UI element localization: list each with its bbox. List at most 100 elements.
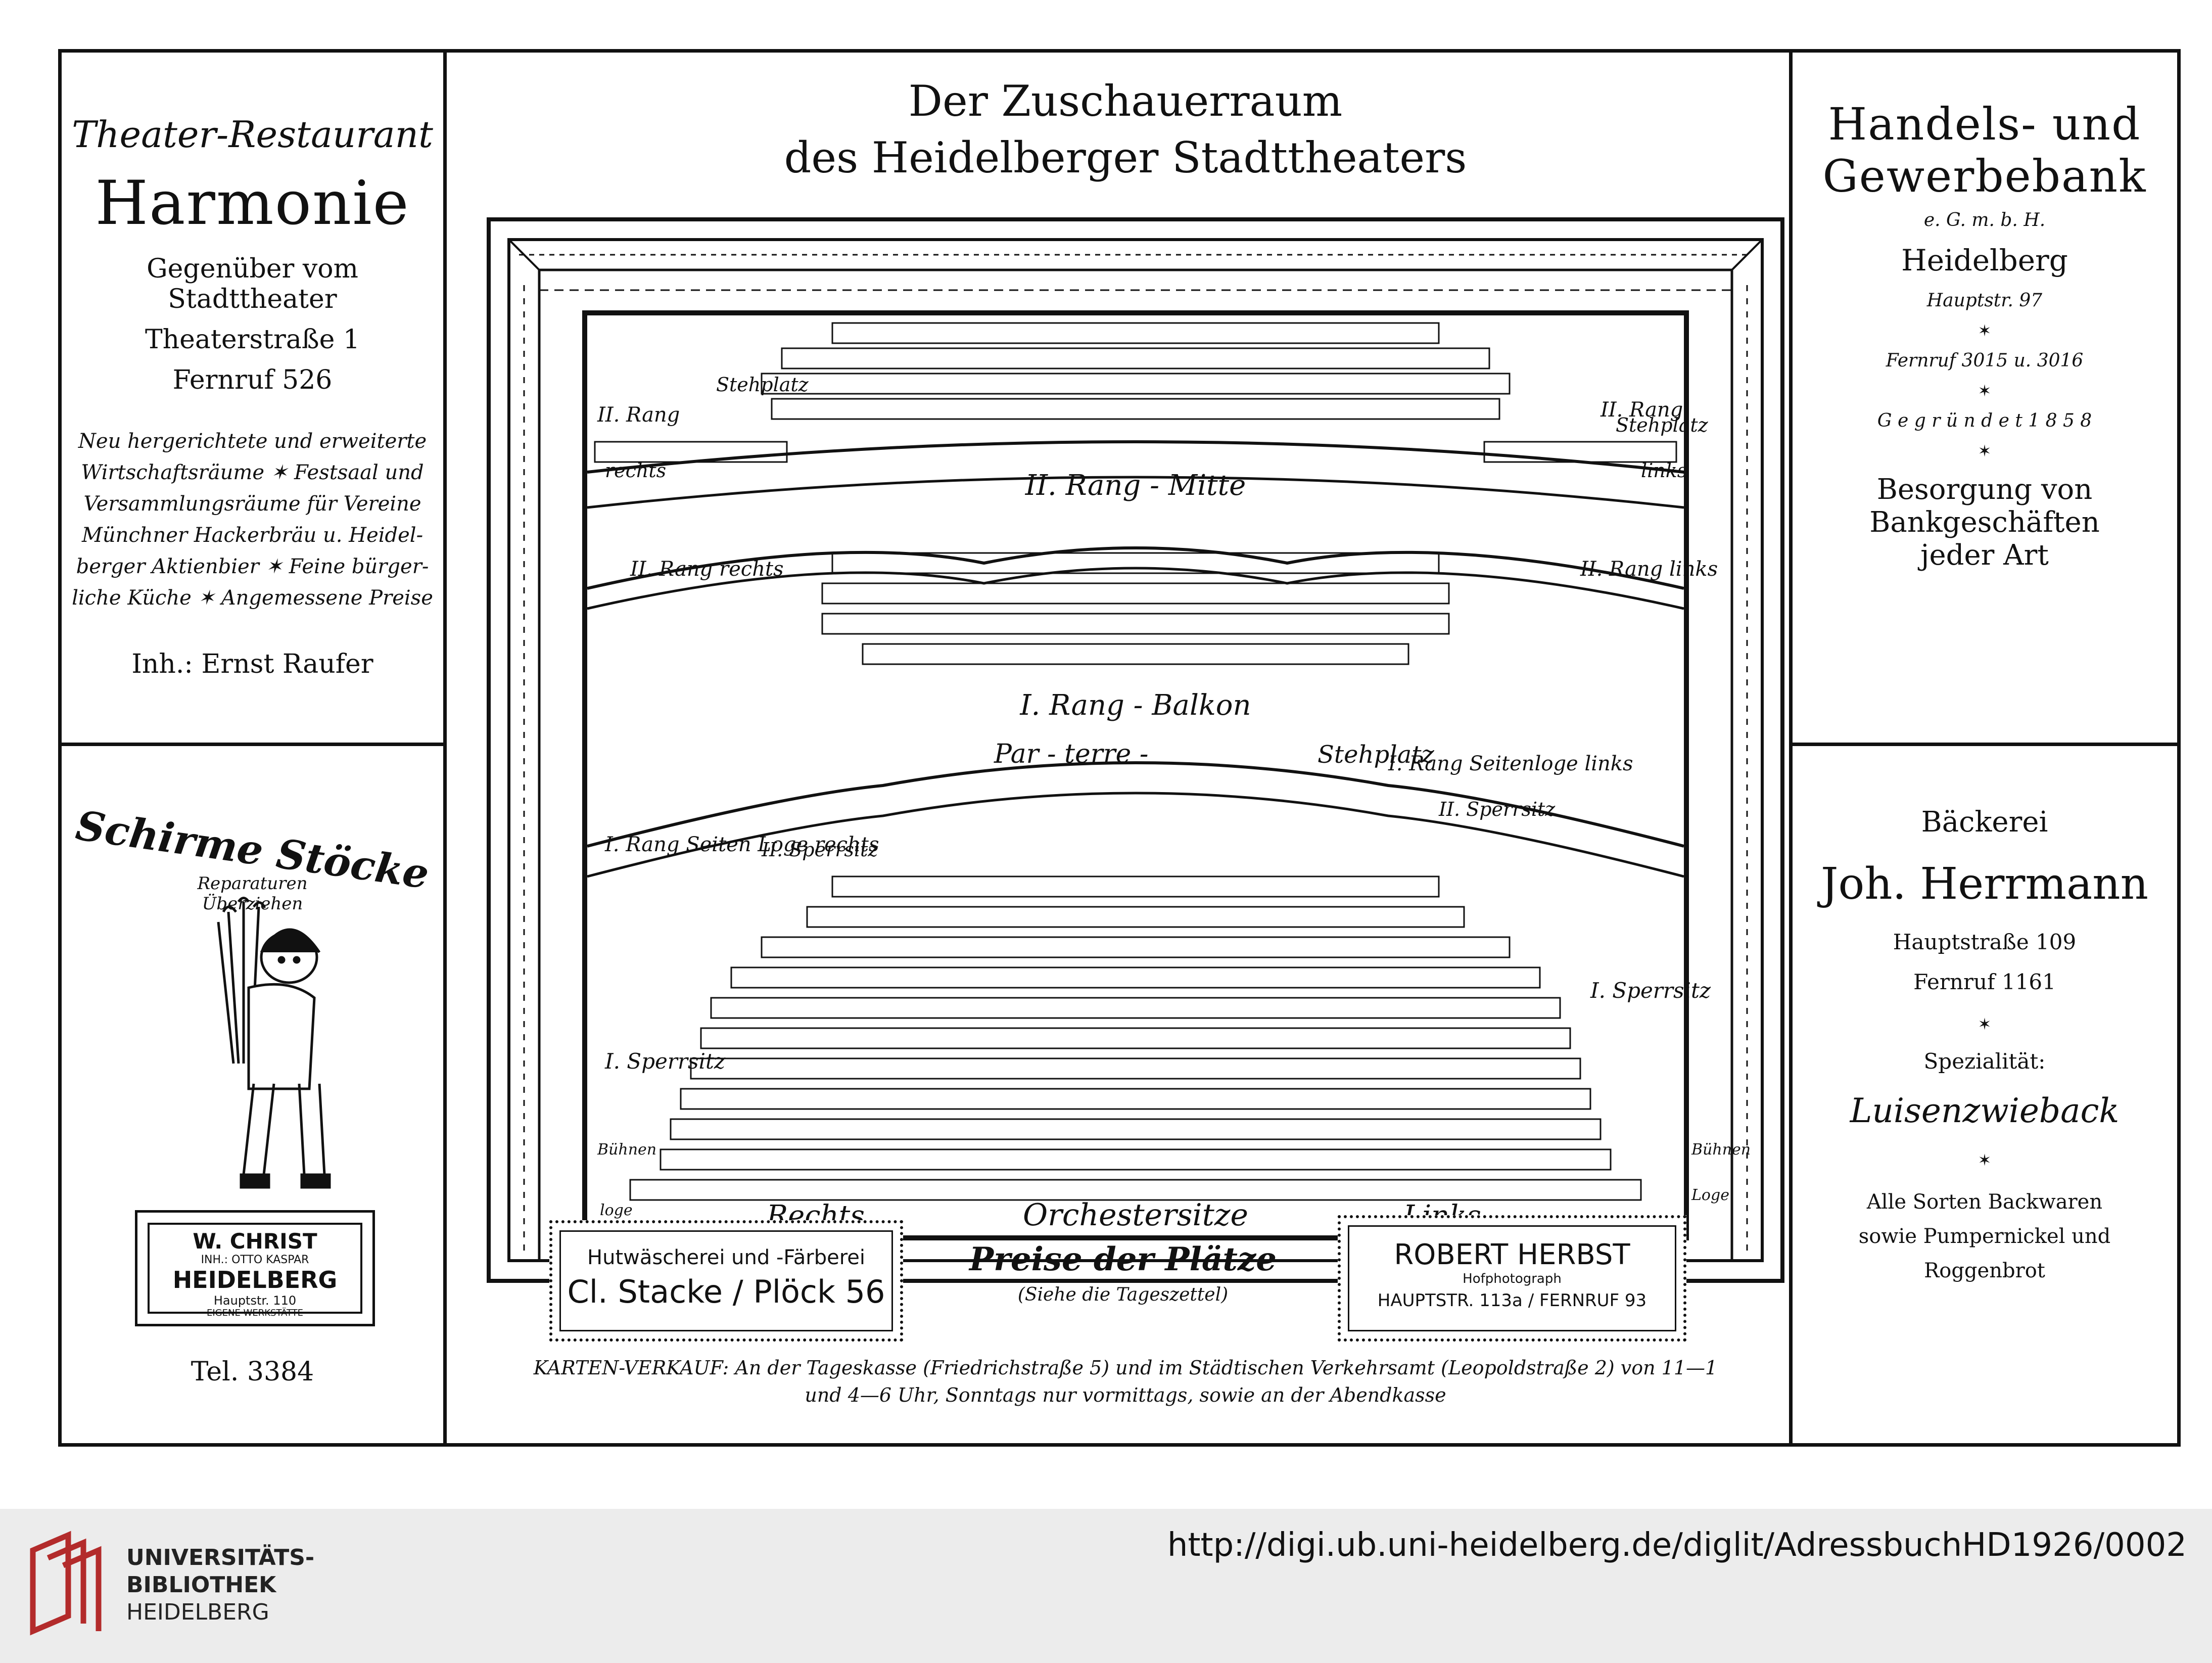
label-rang2-r: II. Rang: [597, 403, 680, 427]
column-divider-left: [443, 53, 447, 1443]
label-sperrsitz1-l: I. Sperrsitz: [1590, 978, 1711, 1003]
christ-sign: W. CHRIST INH.: OTTO KASPAR HEIDELBERG H…: [135, 1210, 375, 1326]
herbst-address: HAUPTSTR. 113a / FERNRUF 93: [1377, 1290, 1647, 1311]
stacke-line-1: Hutwäscherei und -Färberei: [587, 1246, 865, 1269]
label-links: links: [1641, 459, 1687, 482]
star-divider: ✶: [1978, 1150, 1992, 1170]
label-rang2-links: II. Rang links: [1580, 558, 1718, 581]
bakery-goods-3: Roggenbrot: [1924, 1259, 2045, 1282]
sign-street: Hauptstr. 110: [213, 1294, 297, 1308]
bakery-type: Bäckerei: [1921, 806, 2048, 839]
label-buehnen-l: Bühnen: [597, 1141, 656, 1159]
seat-rows: [594, 322, 1677, 1201]
label-sperrsitz2-l: II. Sperrsitz: [1438, 798, 1556, 820]
proscenium-frame: [487, 217, 1784, 1283]
label-stehplatz-top: Stehplatz: [716, 374, 809, 396]
label-seitenloge-rechts: I. Rang Seiten Loge rechts: [604, 833, 879, 856]
seating-plan: II. Rang - Mitte II. Rang rechts II. Ran…: [487, 217, 1784, 1283]
star-divider: ✶: [1978, 321, 1992, 340]
bakery-specialty: Luisenzwieback: [1850, 1091, 2120, 1130]
label-rang2-rechts: II. Rang rechts: [630, 558, 784, 581]
desc-line: liche Küche ✶ Angemessene Preise: [72, 586, 433, 610]
ad-herrmann: Bäckerei Joh. Herrmann Hauptstraße 109 F…: [1793, 806, 2177, 1288]
bakery-specialty-label: Spezialität:: [1923, 1049, 2046, 1074]
label-sperrsitz1-r: I. Sperrsitz: [604, 1049, 726, 1074]
ad-herbst: ROBERT HERBST Hofphotograph HAUPTSTR. 11…: [1338, 1215, 1686, 1342]
restaurant-phone: Fernruf 526: [172, 365, 333, 395]
title-line-1: Der Zuschauerraum: [908, 76, 1343, 126]
stacke-line-2: Cl. Stacke / Plöck 56: [567, 1273, 885, 1310]
page-frame: Theater-Restaurant Harmonie Gegenüber vo…: [58, 49, 2181, 1447]
document-url[interactable]: http://digi.ub.uni-heidelberg.de/diglit/…: [1167, 1527, 2187, 1564]
library-footer: UNIVERSITÄTS- BIBLIOTHEK HEIDELBERG http…: [0, 1509, 2212, 1663]
ticket-sales: KARTEN-VERKAUF: An der Tageskasse (Fried…: [461, 1357, 1790, 1406]
restaurant-type: Theater-Restaurant: [72, 113, 433, 156]
ticket-sales-line-1: KARTEN-VERKAUF: An der Tageskasse (Fried…: [533, 1357, 1718, 1379]
left-column-divider: [62, 743, 443, 746]
bakery-goods-1: Alle Sorten Backwaren: [1866, 1190, 2103, 1214]
label-loge-r: Loge: [1691, 1186, 1729, 1204]
bakery-name: Joh. Herrmann: [1820, 859, 2149, 909]
star-divider: ✶: [1978, 1014, 1992, 1034]
desc-line: Wirtschaftsräume ✶ Festsaal und: [81, 461, 424, 484]
desc-line: Versammlungsräume für Vereine: [83, 492, 421, 516]
ad-christ: Schirme Stöcke Reparaturen Überziehen: [62, 801, 443, 914]
label-rang1-balkon: I. Rang - Balkon: [1019, 689, 1251, 722]
library-name: UNIVERSITÄTS- BIBLIOTHEK HEIDELBERG: [126, 1544, 314, 1626]
label-buehnen-r: Bühnen: [1691, 1141, 1751, 1159]
page-title: Der Zuschauerraum des Heidelberger Stadt…: [461, 73, 1790, 186]
herbst-name: ROBERT HERBST: [1394, 1238, 1630, 1271]
restaurant-location: Gegenüber vom Stadttheater: [147, 254, 358, 314]
sign-workshop: EIGENE WERKSTÄTTE: [206, 1308, 304, 1318]
ad-harmonie: Theater-Restaurant Harmonie Gegenüber vo…: [62, 113, 443, 679]
bank-phone: Fernruf 3015 u. 3016: [1886, 350, 2084, 371]
label-seitenloge-links: I. Rang Seitenloge links: [1388, 752, 1633, 775]
herbst-title: Hofphotograph: [1463, 1271, 1562, 1286]
bank-city: Heidelberg: [1901, 243, 2068, 278]
bakery-phone: Fernruf 1161: [1913, 969, 2056, 994]
sign-name: W. CHRIST: [193, 1229, 317, 1254]
label-stehplatz-right: Stehplatz: [1616, 414, 1709, 436]
label-orchestersitze: Orchestersitze: [1023, 1197, 1248, 1233]
restaurant-owner: Inh.: Ernst Raufer: [131, 649, 373, 679]
label-stehplatz-parterre: Stehplatz: [1317, 741, 1434, 769]
star-divider: ✶: [1978, 441, 1992, 460]
sign-city: HEIDELBERG: [172, 1266, 338, 1294]
repair-text: Reparaturen: [197, 873, 308, 894]
prices-title: Preise der Plätze: [969, 1240, 1277, 1278]
ad-gewerbebank: Handels- und Gewerbebank e. G. m. b. H. …: [1793, 98, 2177, 572]
bakery-street: Hauptstraße 109: [1893, 930, 2077, 954]
sign-owner: INH.: OTTO KASPAR: [201, 1254, 309, 1266]
boy-with-umbrellas-illustration: [217, 897, 331, 1189]
ticket-sales-line-2: und 4—6 Uhr, Sonntags nur vormittags, so…: [805, 1384, 1446, 1406]
label-rang2-l: II. Rang: [1600, 398, 1683, 422]
bank-founded: G e g r ü n d e t 1 8 5 8: [1877, 410, 2092, 431]
bank-street: Hauptstr. 97: [1926, 290, 2043, 311]
bank-line-1: Handels- und: [1828, 98, 2141, 150]
bank-service-3: jeder Art: [1920, 539, 2049, 572]
restaurant-street: Theaterstraße 1: [145, 325, 360, 355]
desc-line: Neu hergerichtete und erweiterte: [78, 430, 427, 453]
label-parterre: Par - terre -: [994, 739, 1148, 769]
library-logo-icon: [30, 1531, 102, 1636]
right-column-divider: [1789, 743, 2181, 746]
bank-line-2: Gewerbebank: [1822, 150, 2147, 202]
label-loge-l: loge: [600, 1202, 633, 1219]
bank-service-2: Bankgeschäften: [1869, 506, 2100, 539]
cover-text: Überziehen: [202, 894, 303, 914]
ad-stacke: Hutwäscherei und -Färberei Cl. Stacke / …: [549, 1220, 903, 1342]
label-rang2-mitte: II. Rang - Mitte: [1025, 469, 1246, 502]
bank-service-1: Besorgung von: [1876, 473, 2093, 506]
library-name-line: UNIVERSITÄTS-: [126, 1545, 315, 1570]
christ-tel: Tel. 3384: [191, 1357, 314, 1387]
star-divider: ✶: [1978, 381, 1992, 400]
library-name-line: BIBLIOTHEK: [126, 1572, 276, 1598]
title-line-2: des Heidelberger Stadttheaters: [784, 133, 1467, 182]
label-rechts: rechts: [605, 459, 666, 482]
bakery-goods-2: sowie Pumpernickel und: [1858, 1225, 2111, 1248]
restaurant-name: Harmonie: [95, 168, 410, 239]
desc-line: Münchner Hackerbräu u. Heidel-: [81, 524, 423, 547]
prices-subtitle: (Siehe die Tageszettel): [1017, 1284, 1229, 1305]
column-divider-right: [1789, 53, 1793, 1443]
bank-legal: e. G. m. b. H.: [1923, 210, 2046, 230]
